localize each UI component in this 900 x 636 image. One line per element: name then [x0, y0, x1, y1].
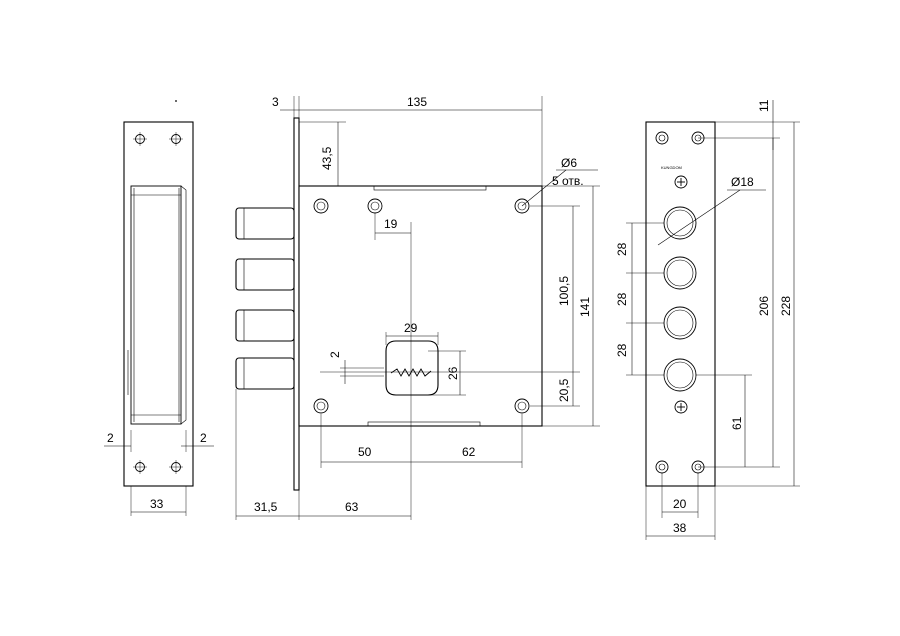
mounting-hole: [514, 398, 530, 414]
phillips-screw-icon: [674, 175, 688, 189]
mounting-hole: [313, 198, 329, 214]
dim-strike-hole-span: 20: [673, 497, 687, 511]
dim-strike-length: 228: [779, 296, 793, 316]
dim-left-width: 33: [150, 497, 164, 511]
faceplate-screw-hole: [133, 132, 147, 146]
dim-strike-bottom: 61: [730, 416, 744, 430]
dim-backset: 63: [345, 500, 359, 514]
dim-strike-width: 38: [673, 521, 687, 535]
faceplate-side-view: 2 2 33: [104, 100, 214, 516]
strike-bolt-hole: [663, 358, 697, 392]
lock-case-outline: [130, 185, 182, 425]
dim-hole-span: 100,5: [557, 276, 571, 306]
bolt: [235, 309, 295, 342]
dim-small-offset: 2: [328, 351, 342, 358]
center-faceplate: [293, 117, 300, 491]
lock-body-view: 3 135 43,5 Ø6 5 отв. 19 29 26 2: [235, 95, 600, 520]
strike-plate-view: KUNGDOM Ø18 28 28 28 11: [615, 99, 800, 540]
faceplate-screw-hole: [169, 132, 183, 146]
faceplate-screw-hole: [169, 460, 183, 474]
dim-bolt-gap: 19: [384, 217, 398, 231]
dim-keyhole-width: 29: [404, 321, 418, 335]
dim-hole-dia: Ø6: [561, 156, 577, 170]
faceplate-screw-hole: [133, 460, 147, 474]
strike-screw-hole: [655, 460, 669, 474]
keyhole: [385, 340, 439, 396]
dim-bolt-pitch-2: 28: [615, 292, 629, 306]
bolt: [235, 258, 295, 291]
dim-top-to-hole: 43,5: [320, 146, 334, 170]
dim-body-height: 141: [578, 297, 592, 317]
dim-left-offset-l: 2: [107, 431, 114, 445]
dim-left-to-axis: 50: [358, 445, 372, 459]
dim-right-top: 11: [757, 99, 771, 112]
dim-thickness: 3: [272, 95, 279, 109]
dim-bottom-hole: 20,5: [557, 378, 571, 402]
dim-hole-count: 5 отв.: [552, 174, 584, 188]
dim-bolt-projection: 31,5: [254, 500, 278, 514]
faceplate-outline: [123, 121, 194, 487]
mounting-hole: [313, 398, 329, 414]
strike-bolt-hole: [663, 306, 697, 340]
dim-keyhole-height: 26: [446, 366, 460, 380]
strike-bolt-hole: [663, 256, 697, 290]
bolt: [235, 357, 295, 390]
strike-screw-hole: [655, 131, 669, 145]
phillips-screw-icon: [674, 400, 688, 414]
dim-bolt-pitch-1: 28: [615, 242, 629, 256]
mounting-hole: [367, 198, 383, 214]
bolt: [235, 207, 295, 240]
brand-mark: KUNGDOM: [661, 165, 682, 170]
dim-axis-to-right: 62: [462, 445, 476, 459]
dim-bolt-hole-dia: Ø18: [731, 175, 754, 189]
strike-bolt-hole: [663, 206, 697, 240]
dim-left-offset-r: 2: [200, 431, 207, 445]
dim-strike-inner: 206: [757, 296, 771, 316]
dim-bolt-pitch-3: 28: [615, 343, 629, 357]
dim-body-width: 135: [407, 95, 427, 109]
